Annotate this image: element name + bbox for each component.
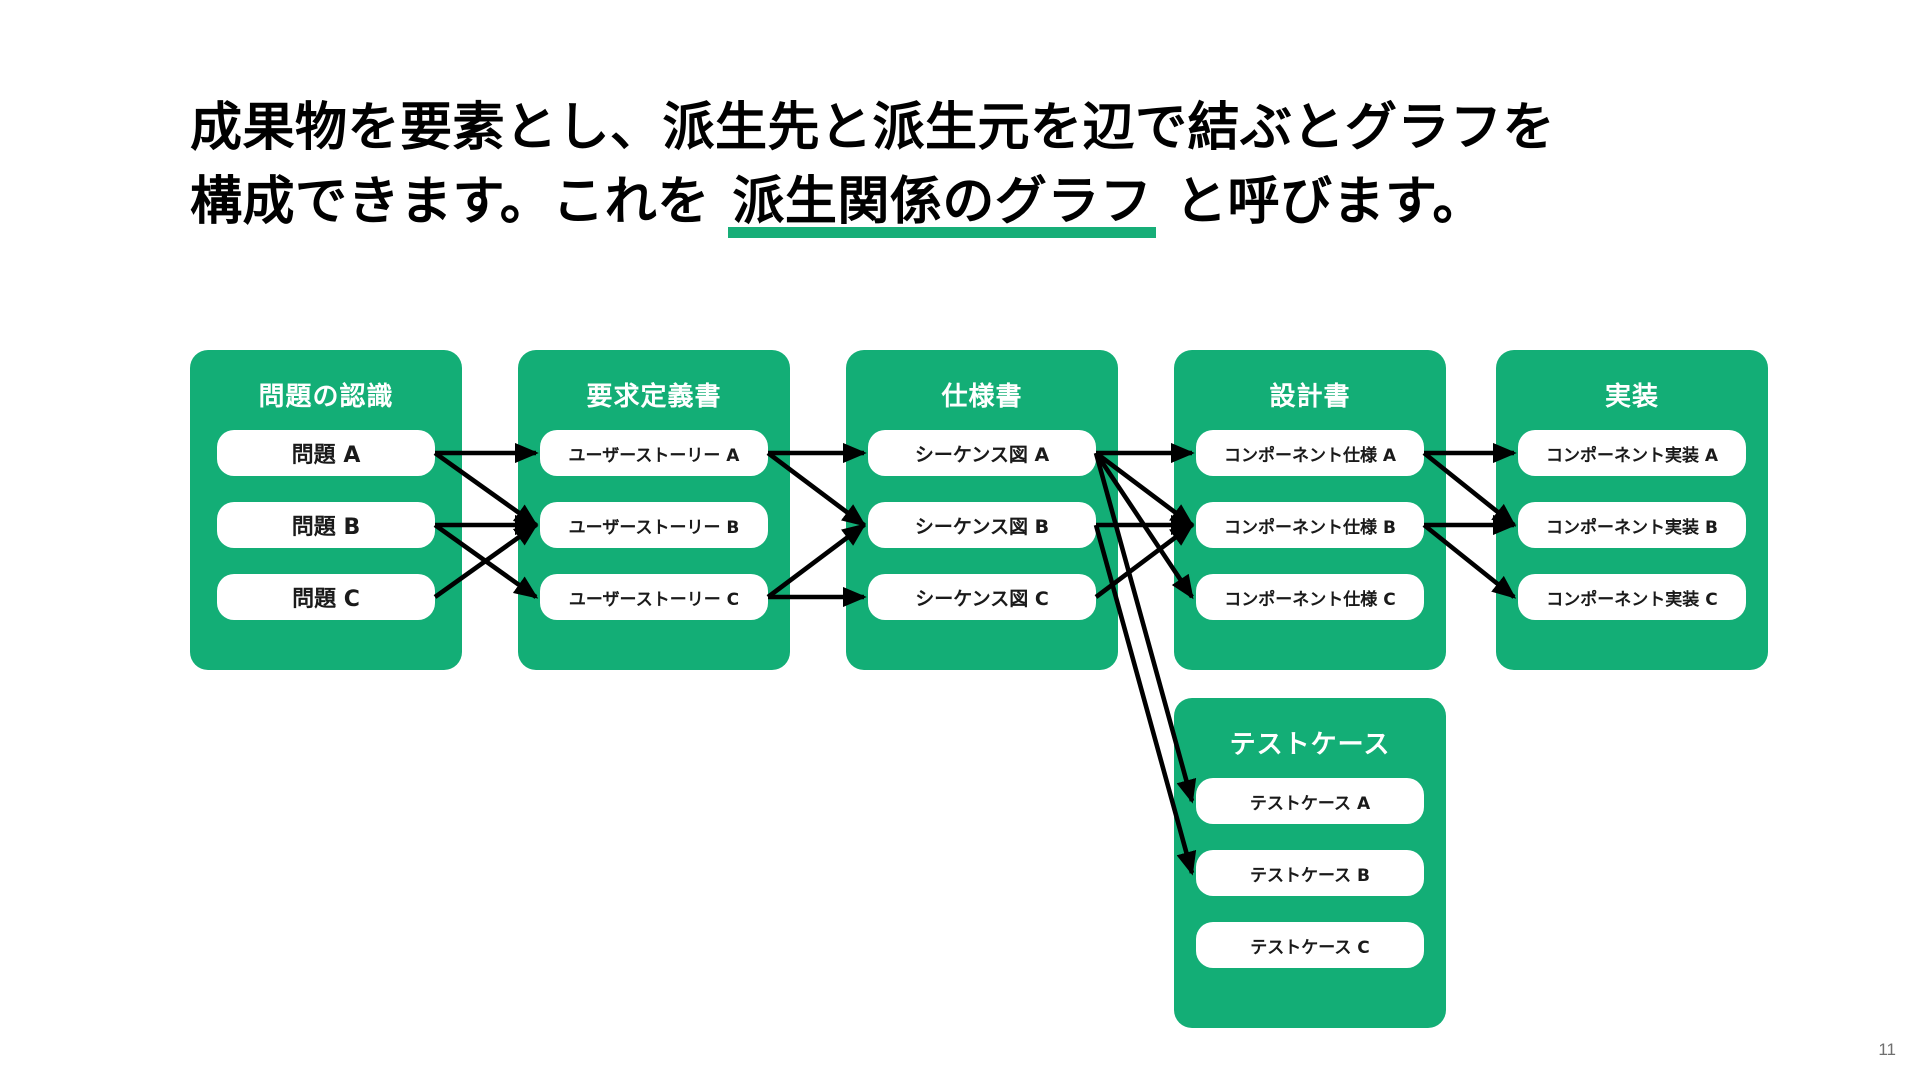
title-line-2-suffix: と呼びます。	[1156, 171, 1485, 232]
node-problem-awareness-1: 問題 B	[217, 502, 435, 548]
node-problem-awareness-2: 問題 C	[217, 574, 435, 620]
node-test-cases-1: テストケース B	[1196, 850, 1424, 896]
node-requirements-0: ユーザーストーリー A	[540, 430, 768, 476]
node-requirements-1: ユーザーストーリー B	[540, 502, 768, 548]
node-specification-0: シーケンス図 A	[868, 430, 1096, 476]
node-specification-2: シーケンス図 C	[868, 574, 1096, 620]
node-implementation-2: コンポーネント実装 C	[1518, 574, 1746, 620]
title-line-2-prefix: 構成できます。これを	[190, 171, 729, 232]
group-title-implementation: 実装	[1604, 382, 1659, 412]
node-design-2: コンポーネント仕様 C	[1196, 574, 1424, 620]
title-line-2: 構成できます。これを 派生関係のグラフ と呼びます。	[190, 166, 1690, 240]
node-implementation-0: コンポーネント実装 A	[1518, 430, 1746, 476]
highlighted-term-text: 派生関係のグラフ	[732, 171, 1153, 232]
group-title-requirements: 要求定義書	[586, 382, 722, 412]
highlight-underline	[728, 226, 1157, 238]
title-line-1: 成果物を要素とし、派生先と派生元を辺で結ぶとグラフを	[190, 98, 1556, 158]
group-title-design: 設計書	[1269, 382, 1351, 412]
page-number: 11	[1878, 1040, 1896, 1059]
group-title-problem-awareness: 問題の認識	[258, 382, 394, 412]
node-specification-1: シーケンス図 B	[868, 502, 1096, 548]
node-design-1: コンポーネント仕様 B	[1196, 502, 1424, 548]
node-test-cases-0: テストケース A	[1196, 778, 1424, 824]
node-implementation-1: コンポーネント実装 B	[1518, 502, 1746, 548]
node-test-cases-2: テストケース C	[1196, 922, 1424, 968]
node-design-0: コンポーネント仕様 A	[1196, 430, 1424, 476]
highlighted-term: 派生関係のグラフ	[728, 166, 1157, 240]
group-title-test-cases: テストケース	[1229, 730, 1391, 760]
group-title-specification: 仕様書	[941, 382, 1023, 412]
node-requirements-2: ユーザーストーリー C	[540, 574, 768, 620]
page-title: 成果物を要素とし、派生先と派生元を辺で結ぶとグラフを 構成できます。これを 派生…	[190, 92, 1690, 240]
node-problem-awareness-0: 問題 A	[217, 430, 435, 476]
